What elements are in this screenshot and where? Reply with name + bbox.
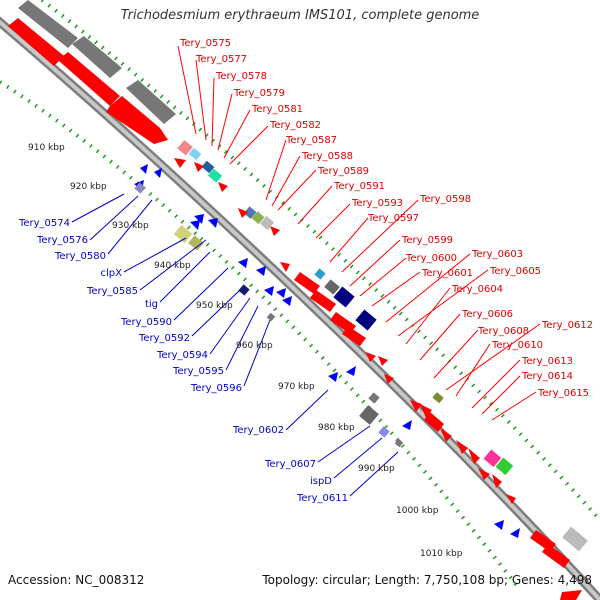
forward-leader-lines <box>177 45 541 421</box>
gene-block <box>106 96 168 144</box>
scale-label: 990 kbp <box>358 464 395 474</box>
reverse-gene-label: Tery_0595 <box>172 366 224 377</box>
reverse-gene-blocks <box>134 182 404 448</box>
forward-gene-label: Tery_0597 <box>367 213 419 224</box>
forward-gene-label: Tery_0606 <box>461 309 513 320</box>
gene-block <box>238 284 250 296</box>
accession-label: Accession: NC_008312 <box>8 573 145 587</box>
gene-block <box>562 526 588 552</box>
scale-label: 970 kbp <box>278 382 315 392</box>
gene-block <box>333 286 355 308</box>
gene-block <box>201 160 215 174</box>
forward-gene-label: Tery_0612 <box>541 320 593 331</box>
forward-gene-label: Tery_0581 <box>251 104 303 115</box>
reverse-gene-label: Tery_0590 <box>120 317 172 328</box>
genome-summary: Topology: circular; Length: 7,750,108 bp… <box>262 573 592 587</box>
reverse-gene-label: Tery_0574 <box>18 218 70 229</box>
gene-block <box>394 438 404 448</box>
forward-gene-label: Tery_0578 <box>215 71 267 82</box>
reverse-gene-label: Tery_0611 <box>296 493 348 504</box>
gene-block <box>243 206 257 220</box>
reverse-gene-label: Tery_0596 <box>190 383 242 394</box>
scale-label: 1000 kbp <box>396 506 439 516</box>
gene-block <box>188 235 204 251</box>
forward-label-layer: Tery_0575Tery_0577Tery_0578Tery_0579Tery… <box>179 38 593 399</box>
scale-label: 1010 kbp <box>420 549 463 559</box>
forward-gene-label: Tery_0605 <box>489 266 541 277</box>
reverse-gene-label: ispD <box>310 476 332 487</box>
gene-block <box>483 449 502 468</box>
forward-gene-label: Tery_0598 <box>419 194 471 205</box>
gene-block <box>8 18 64 66</box>
gene-block <box>207 168 223 183</box>
scale-label: 930 kbp <box>112 221 149 231</box>
reverse-gene-label: Tery_0594 <box>156 350 208 361</box>
forward-gene-label: Tery_0615 <box>537 388 589 399</box>
gene-block <box>266 312 276 322</box>
gene-block <box>72 36 122 78</box>
gene-block <box>355 309 377 331</box>
gene-block <box>378 426 390 438</box>
gene-block <box>359 405 379 425</box>
forward-gene-label: Tery_0613 <box>521 356 573 367</box>
ruler-dots-outer <box>40 0 600 522</box>
gene-block <box>126 80 176 124</box>
reverse-gene-label: Tery_0607 <box>264 459 316 470</box>
gene-block <box>251 211 265 225</box>
gene-block <box>58 52 120 106</box>
reverse-gene-label: Tery_0602 <box>232 425 284 436</box>
outer-track-genes <box>8 0 176 144</box>
ruler-dots-inner <box>0 80 522 592</box>
forward-gene-label: Tery_0608 <box>477 326 529 337</box>
forward-gene-label: Tery_0610 <box>491 340 543 351</box>
reverse-gene-label: tig <box>145 299 158 310</box>
scale-label: 950 kbp <box>196 301 233 311</box>
forward-gene-label: Tery_0603 <box>471 249 523 260</box>
scale-label: 940 kbp <box>154 261 191 271</box>
forward-gene-arrows <box>174 158 582 600</box>
forward-gene-label: Tery_0614 <box>521 371 573 382</box>
gene-block <box>188 147 202 161</box>
gene-block <box>495 457 514 476</box>
forward-gene-label: Tery_0577 <box>195 54 247 65</box>
forward-gene-label: Tery_0604 <box>451 284 503 295</box>
reverse-gene-label: clpX <box>101 268 123 279</box>
forward-gene-label: Tery_0589 <box>317 166 369 177</box>
gene-block <box>324 279 340 295</box>
scale-label-layer: 910 kbp 920 kbp 930 kbp 940 kbp 950 kbp 960 k… <box>28 143 463 559</box>
forward-gene-label: Tery_0600 <box>405 253 457 264</box>
reverse-gene-label: Tery_0576 <box>36 235 88 246</box>
scale-label: 980 kbp <box>318 423 355 433</box>
forward-gene-label: Tery_0588 <box>301 151 353 162</box>
forward-gene-label: Tery_0601 <box>421 268 473 279</box>
forward-gene-label: Tery_0579 <box>233 88 285 99</box>
gene-block <box>134 182 146 194</box>
forward-gene-label: Tery_0593 <box>351 198 403 209</box>
scale-label: 910 kbp <box>28 143 65 153</box>
genome-backbone-highlight <box>0 19 600 600</box>
gene-block <box>177 139 193 156</box>
gene-block <box>368 392 380 404</box>
forward-gene-label: Tery_0582 <box>269 120 321 131</box>
forward-gene-label: Tery_0599 <box>401 235 453 246</box>
gene-block <box>173 224 193 244</box>
forward-gene-label: Tery_0591 <box>333 181 385 192</box>
gene-block <box>18 0 78 48</box>
reverse-gene-label: Tery_0592 <box>138 333 190 344</box>
scale-label: 920 kbp <box>70 182 107 192</box>
scale-label: 960 kbp <box>236 341 273 351</box>
forward-gene-label: Tery_0575 <box>179 38 231 49</box>
page-title: Trichodesmium erythraeum IMS101, complet… <box>120 8 480 23</box>
forward-gene-label: Tery_0587 <box>285 135 337 146</box>
reverse-gene-label: Tery_0580 <box>54 251 106 262</box>
gene-block <box>432 392 444 404</box>
gene-block <box>314 268 326 280</box>
reverse-leader-lines <box>71 193 399 497</box>
reverse-gene-label: Tery_0585 <box>86 286 138 297</box>
